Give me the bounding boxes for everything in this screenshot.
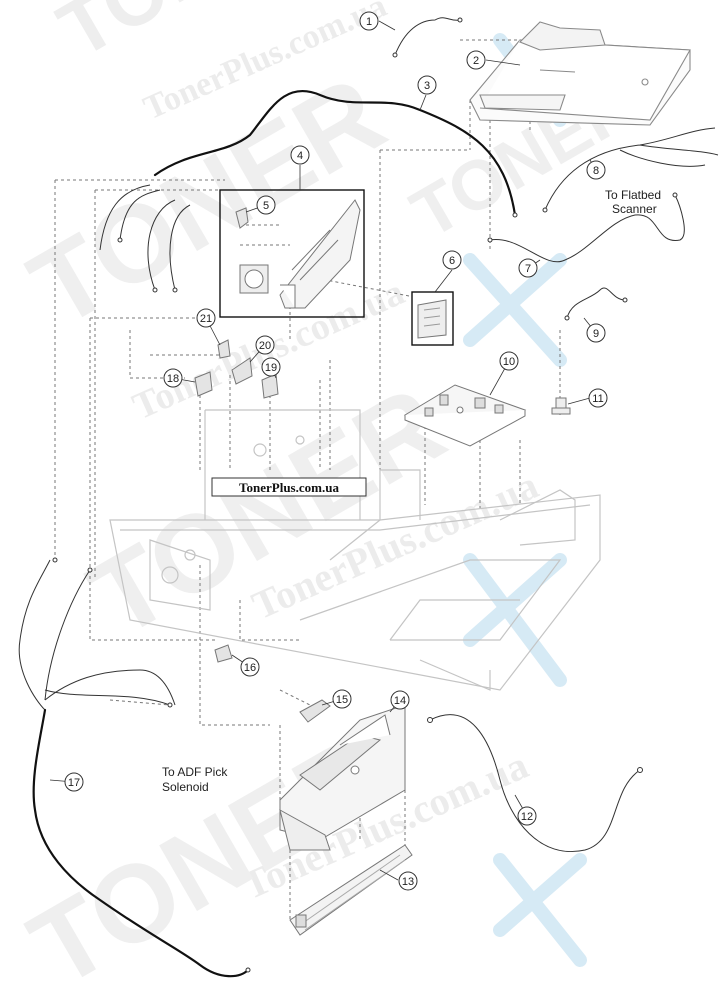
callout-circle <box>517 806 537 826</box>
callout-number: 4 <box>297 150 303 162</box>
callout-circle <box>390 690 410 710</box>
callout-circle <box>290 145 310 165</box>
part-20-sensor <box>231 357 253 385</box>
callout-20: 20 <box>255 335 275 355</box>
part-4-frame-box <box>219 189 365 318</box>
site-banner-text: TonerPlus.com.ua <box>239 480 339 495</box>
callout-number: 10 <box>503 356 515 368</box>
printer-base-frame <box>109 409 601 691</box>
callout-number: 11 <box>592 393 603 405</box>
callout-number: 9 <box>593 328 599 340</box>
callout-number: 12 <box>521 811 533 823</box>
part-17-cable <box>32 708 250 978</box>
callout-11: 11 <box>588 388 608 408</box>
callout-circle <box>255 335 275 355</box>
callout-2: 2 <box>466 50 486 70</box>
callout-15: 15 <box>332 689 352 709</box>
callout-16: 16 <box>240 657 260 677</box>
callout-circle <box>240 657 260 677</box>
callout-6: 6 <box>442 250 462 270</box>
callout-number: 18 <box>167 373 179 385</box>
thin-cables <box>18 17 719 852</box>
part-14-pick-assembly <box>279 704 406 851</box>
callout-circle <box>466 50 486 70</box>
callout-4: 4 <box>290 145 310 165</box>
part-4-bracket <box>235 199 361 309</box>
callout-number: 13 <box>402 876 414 888</box>
callout-17: 17 <box>64 772 84 792</box>
callout-1: 1 <box>359 11 379 31</box>
callout-13: 13 <box>398 871 418 891</box>
callout-circle <box>359 11 379 31</box>
callout-circle <box>261 357 281 377</box>
note-adf-line2: Solenoid <box>162 780 209 794</box>
note-adf-pick: To ADF Pick Solenoid <box>162 765 228 794</box>
part-13-separator-guide <box>289 844 413 936</box>
callout-circle <box>442 250 462 270</box>
callout-10: 10 <box>499 351 519 371</box>
callout-number: 1 <box>366 16 372 28</box>
callout-19: 19 <box>261 357 281 377</box>
callout-number: 15 <box>336 694 348 706</box>
callout-5: 5 <box>256 195 276 215</box>
part-2-adf-assembly <box>469 21 691 126</box>
part-3-cable <box>153 89 517 217</box>
callout-number: 5 <box>263 200 269 212</box>
callout-number: 3 <box>424 80 430 92</box>
callout-number: 14 <box>394 695 406 707</box>
callout-circle <box>332 689 352 709</box>
callout-circle <box>499 351 519 371</box>
callout-number: 2 <box>473 55 479 67</box>
callout-circle <box>163 368 183 388</box>
callout-18: 18 <box>163 368 183 388</box>
callout-number: 21 <box>200 313 212 325</box>
note-flatbed-line1: To Flatbed <box>605 188 661 202</box>
callout-number: 20 <box>259 340 271 352</box>
callout-number: 8 <box>593 165 599 177</box>
callout-circle <box>586 160 606 180</box>
callout-3: 3 <box>417 75 437 95</box>
part-21-sensor <box>217 339 231 359</box>
callout-7: 7 <box>518 258 538 278</box>
callout-number: 17 <box>68 777 80 789</box>
part-11-sensor <box>551 397 571 415</box>
callout-8: 8 <box>586 160 606 180</box>
callout-circle <box>64 772 84 792</box>
thick-cables <box>32 89 517 978</box>
callout-circle <box>398 871 418 891</box>
callout-circle <box>518 258 538 278</box>
callout-9: 9 <box>586 323 606 343</box>
callout-circle <box>586 323 606 343</box>
note-flatbed: To Flatbed Scanner <box>605 188 661 216</box>
callout-14: 14 <box>390 690 410 710</box>
part-15-lever <box>299 699 331 723</box>
callout-number: 6 <box>449 255 455 267</box>
dashed-leader-lines <box>54 39 640 920</box>
callout-number: 16 <box>244 662 256 674</box>
callout-number: 7 <box>525 263 531 275</box>
part-18-block <box>194 371 213 397</box>
callout-circle <box>256 195 276 215</box>
part-16-bracket <box>214 644 233 663</box>
connector-dots <box>52 17 678 973</box>
note-flatbed-line2: Scanner <box>612 202 657 216</box>
callout-circle <box>417 75 437 95</box>
site-banner: TonerPlus.com.ua <box>211 477 367 497</box>
callout-21: 21 <box>196 308 216 328</box>
callout-circle <box>196 308 216 328</box>
callout-12: 12 <box>517 806 537 826</box>
part-10-controller-board <box>403 384 527 447</box>
note-adf-line1: To ADF Pick <box>162 765 228 779</box>
callout-number: 19 <box>265 362 277 374</box>
callout-circle <box>588 388 608 408</box>
part-6-gasket <box>417 299 447 339</box>
